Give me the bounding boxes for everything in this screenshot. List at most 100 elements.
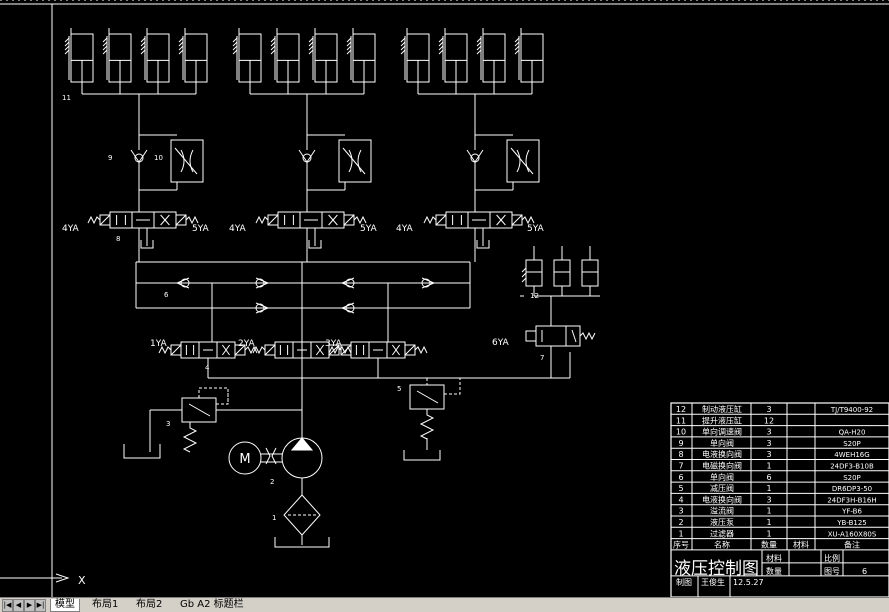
bom-cell-name: 过滤器 bbox=[710, 528, 734, 538]
valve-arrow bbox=[328, 214, 338, 226]
reducing-arrow bbox=[416, 390, 439, 404]
bom-cell-no: 10 bbox=[676, 428, 686, 437]
ground-hatch bbox=[102, 45, 108, 51]
ground-hatch bbox=[476, 37, 482, 43]
valve-spring bbox=[328, 345, 342, 355]
first-tab-button[interactable]: |◀ bbox=[2, 599, 13, 612]
ground-hatch bbox=[476, 41, 482, 47]
ground-hatch bbox=[270, 37, 276, 43]
tank-symbol bbox=[274, 537, 330, 548]
valve-arrow bbox=[160, 214, 170, 226]
valve-arrow bbox=[571, 329, 577, 343]
solenoid-valve-6-second bbox=[565, 325, 581, 347]
throttle-curve bbox=[525, 149, 530, 173]
ucs-x-arrowhead bbox=[55, 573, 70, 583]
bom-cell-qty: 3 bbox=[766, 405, 771, 414]
solenoid-mark bbox=[175, 214, 187, 226]
throttle-curve bbox=[357, 149, 362, 173]
bom-cell-note: XU-A160X80S bbox=[828, 530, 877, 538]
bom-cell-name: 单向阀 bbox=[710, 438, 734, 448]
part-number: 4 bbox=[205, 364, 210, 372]
ground-hatch bbox=[308, 45, 314, 51]
bom-cell-note: S20P bbox=[843, 474, 861, 482]
solenoid-mark bbox=[234, 344, 246, 356]
title-drawn-by: 王俊生 bbox=[701, 577, 725, 587]
brake-cylinder bbox=[581, 259, 599, 287]
bom-cell-name: 提升液压缸 bbox=[702, 415, 742, 425]
ground-hatch bbox=[400, 49, 406, 55]
tank-symbol bbox=[476, 240, 490, 249]
tank-symbol bbox=[308, 240, 322, 249]
check-valve-ball bbox=[180, 278, 190, 288]
reducing-spring bbox=[419, 409, 435, 440]
tab-layout2[interactable]: 布局2 bbox=[136, 599, 163, 610]
ground-hatch bbox=[102, 41, 108, 47]
tab-layout1[interactable]: 布局1 bbox=[92, 599, 119, 610]
bom-cell-qty: 12 bbox=[764, 416, 774, 425]
ground-hatch bbox=[514, 37, 520, 43]
valve-arrow bbox=[221, 344, 231, 356]
solenoid-mark bbox=[511, 214, 523, 226]
next-tab-button[interactable]: ▶ bbox=[24, 599, 35, 612]
title-date: 12.5.27 bbox=[733, 578, 764, 587]
bom-cell-qty: 1 bbox=[766, 507, 771, 516]
tab-gb-a2-titleblock[interactable]: Gb A2 标题栏 bbox=[180, 599, 244, 610]
ground-hatch bbox=[178, 37, 184, 43]
part-number: 8 bbox=[116, 235, 120, 243]
coupling bbox=[265, 447, 271, 465]
check-valve-seat bbox=[298, 149, 316, 163]
prev-tab-button[interactable]: ◀ bbox=[13, 599, 24, 612]
part-number: 12 bbox=[530, 292, 539, 300]
solenoid-box bbox=[525, 330, 537, 342]
part-number: 9 bbox=[108, 154, 112, 162]
bom-cell-note: 24DF3-B10B bbox=[830, 463, 874, 471]
ground-hatch bbox=[521, 267, 527, 273]
valve-label-row2: 1YA bbox=[150, 339, 168, 349]
ground-hatch bbox=[346, 41, 352, 47]
ground-hatch bbox=[308, 37, 314, 43]
valve-arrow bbox=[391, 344, 401, 356]
bom-cell-name: 电液换向阀 bbox=[702, 449, 742, 459]
valve-spring bbox=[158, 345, 172, 355]
valve-spring bbox=[87, 215, 101, 225]
bom-header: 名称 bbox=[714, 540, 730, 550]
check-valve-seat bbox=[175, 277, 190, 289]
bom-cell-qty: 3 bbox=[766, 439, 771, 448]
title-material-label: 材料 bbox=[766, 553, 782, 563]
ground-hatch bbox=[140, 49, 146, 55]
valve-label-row1: 5YA bbox=[192, 224, 210, 234]
valve-spring bbox=[521, 215, 535, 225]
last-tab-button[interactable]: ▶| bbox=[35, 599, 46, 612]
tab-model[interactable]: 模型 bbox=[50, 599, 80, 612]
bom-cell-name: 溢流阀 bbox=[710, 506, 734, 516]
tank-symbol bbox=[403, 450, 441, 461]
ground-hatch bbox=[102, 37, 108, 43]
check-valve-seat bbox=[340, 277, 355, 289]
solenoid-valve-6 bbox=[535, 325, 567, 347]
bom-cell-note: YF-B6 bbox=[841, 508, 862, 516]
motor bbox=[228, 441, 262, 475]
valve-spring bbox=[255, 215, 269, 225]
check-valve-seat bbox=[466, 149, 484, 163]
valve-spring bbox=[423, 215, 437, 225]
bom-cell-qty: 1 bbox=[766, 462, 771, 471]
valve-label-row1: 4YA bbox=[396, 224, 414, 234]
solenoid-mark bbox=[343, 214, 355, 226]
ground-hatch bbox=[438, 37, 444, 43]
part-number: 11 bbox=[62, 94, 71, 102]
ground-hatch bbox=[232, 49, 238, 55]
check-valve-seat bbox=[255, 277, 270, 289]
bom-cell-qty: 6 bbox=[766, 473, 771, 482]
layout-tab-bar: |◀ ◀ ▶ ▶| 模型 布局1 布局2 Gb A2 标题栏 bbox=[0, 597, 889, 612]
ground-hatch bbox=[140, 37, 146, 43]
bom-cell-no: 1 bbox=[678, 529, 683, 538]
check-valve-ball bbox=[255, 303, 265, 313]
ground-hatch bbox=[270, 41, 276, 47]
check-valve-seat bbox=[421, 277, 436, 289]
check-valve-ball bbox=[345, 278, 355, 288]
valve-spring bbox=[353, 215, 367, 225]
bom-cell-note: QA-H20 bbox=[839, 429, 866, 437]
pilot-line bbox=[426, 377, 461, 395]
bom-cell-no: 3 bbox=[678, 507, 683, 516]
